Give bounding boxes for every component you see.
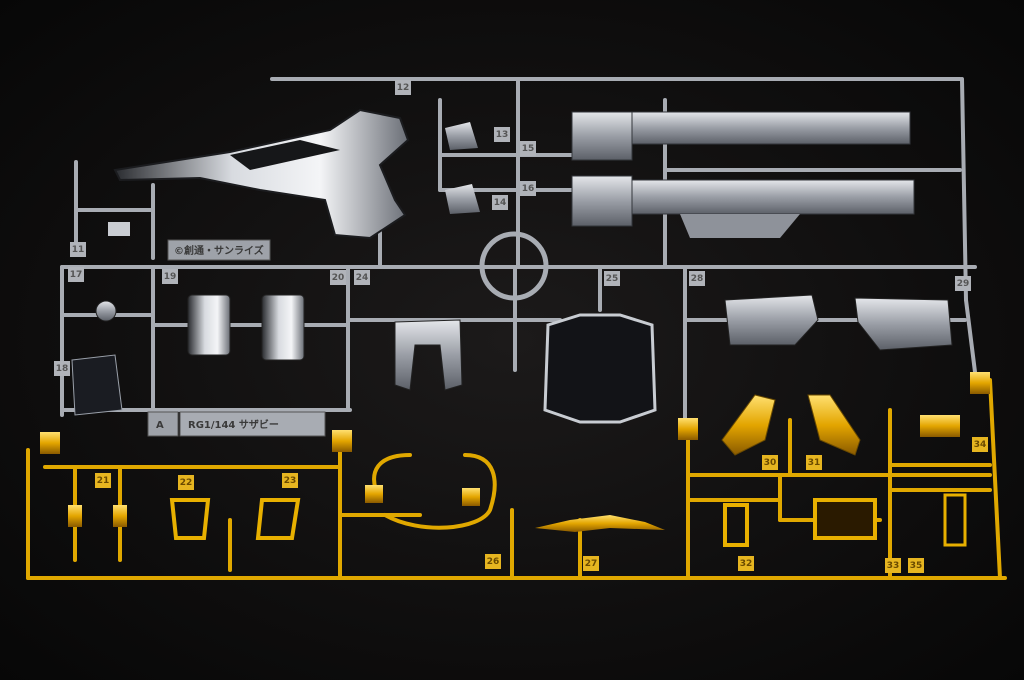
- tag-27: 27: [583, 556, 599, 571]
- svg-text:25: 25: [606, 274, 619, 284]
- silver-parts: [71, 108, 953, 424]
- svg-text:20: 20: [332, 273, 345, 283]
- tag-32: 32: [738, 556, 754, 571]
- blade-part: [535, 515, 665, 532]
- wing-left: [721, 394, 776, 456]
- svg-text:12: 12: [397, 83, 410, 93]
- tag-34: 34: [972, 437, 988, 452]
- tag-21: 21: [95, 473, 111, 488]
- svg-text:18: 18: [56, 364, 69, 374]
- tag-14: 14: [492, 195, 508, 210]
- svg-text:22: 22: [180, 478, 193, 488]
- large-armor-part: [113, 108, 410, 240]
- runner-letter: A: [156, 420, 164, 431]
- svg-text:31: 31: [808, 458, 821, 468]
- tag-15: 15: [520, 141, 536, 156]
- gold-runner-frame: [26, 378, 1007, 580]
- tag-30: 30: [762, 455, 778, 470]
- svg-text:34: 34: [974, 440, 987, 450]
- svg-text:14: 14: [494, 198, 507, 208]
- svg-text:11: 11: [72, 245, 85, 255]
- svg-text:26: 26: [487, 557, 500, 567]
- gold-parts: [40, 372, 990, 547]
- tag-26: 26: [485, 554, 501, 569]
- svg-text:21: 21: [97, 476, 110, 486]
- kit-name-plate: A RG1/144 サザビー: [147, 411, 326, 437]
- copyright-plate: ©創通・サンライズ: [167, 239, 271, 261]
- tag-33: 33: [885, 558, 901, 573]
- armor-part-right: [854, 297, 953, 351]
- tag-18: 18: [54, 361, 70, 376]
- tag-25: 25: [604, 271, 620, 286]
- tag-22: 22: [178, 475, 194, 490]
- svg-text:30: 30: [764, 458, 777, 468]
- tag-13: 13: [494, 127, 510, 142]
- tag-35: 35: [908, 558, 924, 573]
- tag-23: 23: [282, 473, 298, 488]
- svg-text:13: 13: [496, 130, 509, 140]
- frame-part-right: [255, 498, 301, 540]
- svg-text:17: 17: [70, 270, 83, 280]
- svg-text:28: 28: [691, 274, 704, 284]
- armor-part-left: [724, 294, 819, 346]
- tag-28: 28: [689, 271, 705, 286]
- svg-text:32: 32: [740, 559, 753, 569]
- tag-12: 12: [395, 80, 411, 95]
- chest-block-right: [261, 294, 305, 361]
- svg-text:16: 16: [522, 184, 535, 194]
- svg-text:33: 33: [887, 561, 900, 571]
- svg-text:19: 19: [164, 272, 177, 282]
- copyright-text: ©創通・サンライズ: [174, 244, 264, 257]
- silver-tags: 12 13 15 16 14 11 17 19 20 24 25 28 29 1…: [54, 80, 971, 376]
- svg-text:27: 27: [585, 559, 598, 569]
- cockpit-frame: [543, 313, 657, 424]
- svg-text:24: 24: [356, 273, 369, 283]
- svg-text:35: 35: [910, 561, 923, 571]
- gold-block: [813, 498, 877, 540]
- svg-text:23: 23: [284, 476, 297, 486]
- gold-tags: 21 22 23 26 27 30 31 32 33 35 34: [95, 437, 988, 573]
- wing-right: [807, 394, 861, 456]
- frame-part-left: [169, 498, 211, 540]
- chest-block-left: [187, 294, 231, 356]
- kit-name-text: RG1/144 サザビー: [188, 418, 279, 431]
- tag-16: 16: [520, 181, 536, 196]
- tag-17: 17: [68, 267, 84, 282]
- tag-31: 31: [806, 455, 822, 470]
- tag-20: 20: [330, 270, 346, 285]
- black-part: [71, 354, 123, 416]
- tag-29: 29: [955, 276, 971, 291]
- svg-text:29: 29: [957, 279, 970, 289]
- svg-text:15: 15: [522, 144, 535, 154]
- tag-19: 19: [162, 269, 178, 284]
- tag-11: 11: [70, 242, 86, 257]
- tag-24: 24: [354, 270, 370, 285]
- collar-part: [394, 319, 463, 391]
